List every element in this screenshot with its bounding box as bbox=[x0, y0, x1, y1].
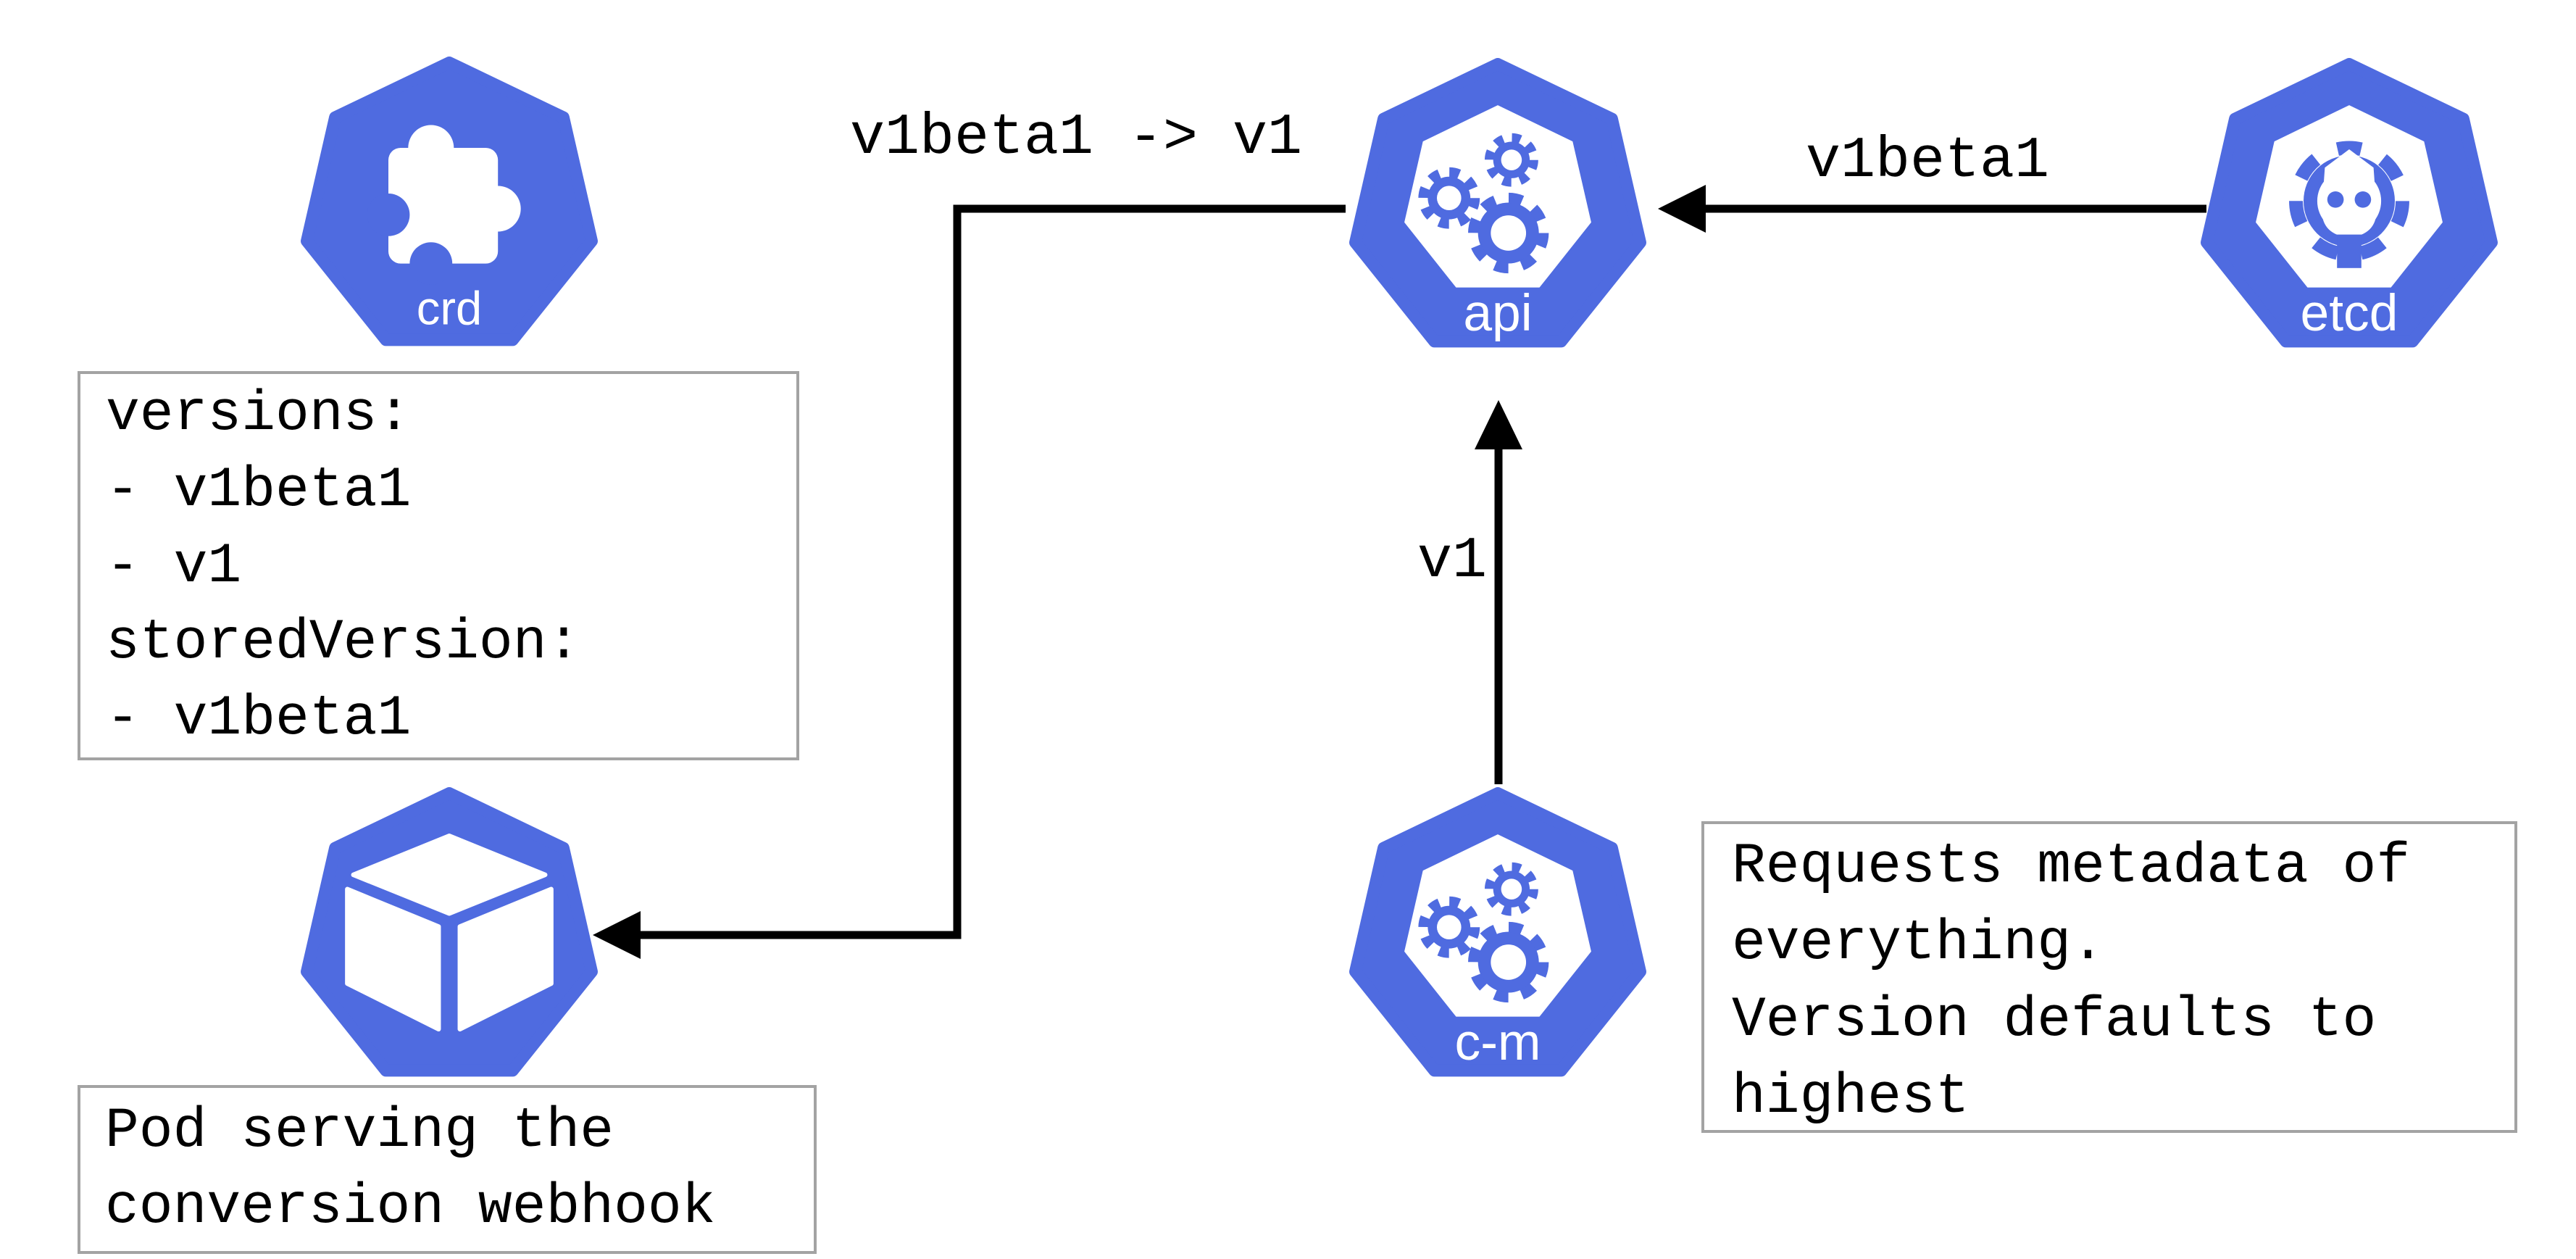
controller-manager-icon: c-m bbox=[1346, 787, 1650, 1092]
pod-webhook-note: Pod serving the conversion webhook bbox=[78, 1085, 817, 1254]
api-label: api bbox=[1463, 284, 1532, 342]
controller-manager-label: c-m bbox=[1455, 1013, 1541, 1071]
arrow-etcd-to-api bbox=[1658, 185, 2206, 233]
conversion-edge-label: v1beta1 -> v1 bbox=[849, 105, 1303, 171]
etcd-gear-face-icon bbox=[2289, 141, 2409, 268]
crd-label: crd bbox=[417, 282, 482, 335]
cm-api-edge-label: v1 bbox=[1417, 528, 1487, 594]
etcd-icon: etcd bbox=[2197, 58, 2501, 362]
cm-requests-note: Requests metadata of everything. Version… bbox=[1701, 821, 2517, 1133]
api-server-icon: api bbox=[1346, 58, 1650, 362]
puzzle-piece-icon bbox=[367, 125, 521, 285]
pod-icon bbox=[297, 787, 601, 1092]
etcd-label: etcd bbox=[2301, 284, 2398, 342]
cube-icon bbox=[345, 834, 554, 1032]
arrow-cm-to-api bbox=[1475, 400, 1522, 784]
arrow-api-to-pod bbox=[593, 204, 1346, 959]
crd-versions-note: versions: - v1beta1 - v1 storedVersion: … bbox=[78, 371, 799, 760]
crd-icon: crd bbox=[297, 57, 601, 361]
gears-icon bbox=[1418, 133, 1549, 274]
etcd-api-edge-label: v1beta1 bbox=[1805, 128, 2050, 194]
